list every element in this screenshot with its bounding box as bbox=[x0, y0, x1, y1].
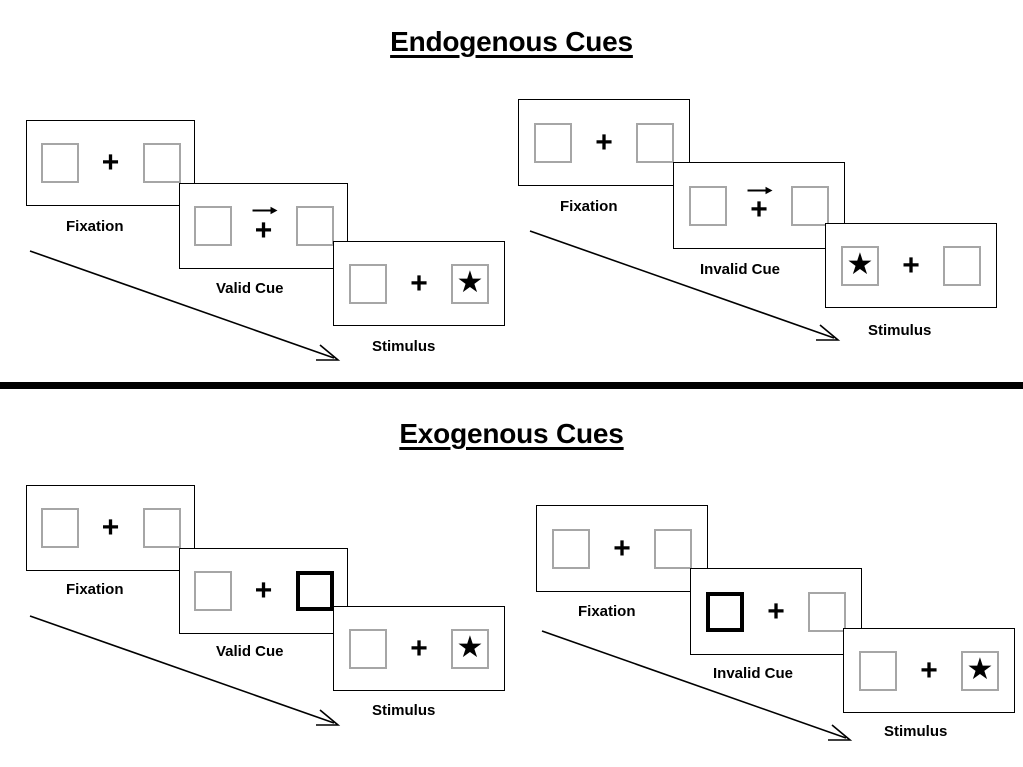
fixation-center: + bbox=[404, 627, 434, 671]
panel-exogenous-valid-stimulus: + ★ bbox=[333, 606, 505, 691]
fixation-cross-icon: + bbox=[410, 631, 428, 665]
panel-label-fixation: Fixation bbox=[578, 603, 636, 620]
right-box bbox=[636, 122, 674, 163]
fixation-cross-icon: + bbox=[613, 531, 631, 565]
panel-label-valid-cue: Valid Cue bbox=[216, 280, 284, 297]
left-box bbox=[193, 206, 232, 246]
right-box bbox=[295, 206, 334, 246]
right-box: ★ bbox=[451, 263, 489, 304]
fixation-cross-icon: + bbox=[595, 125, 613, 159]
fixation-cross-icon: + bbox=[902, 248, 920, 282]
panel-content: + bbox=[689, 184, 829, 228]
star-icon: ★ bbox=[456, 265, 484, 299]
panel-content: + bbox=[193, 569, 334, 613]
panel-content: + ★ bbox=[349, 262, 489, 306]
panel-exogenous-invalid-stimulus: + ★ bbox=[843, 628, 1015, 713]
left-box bbox=[349, 263, 387, 304]
panel-endogenous-valid-cue: + bbox=[179, 183, 348, 269]
panel-content: + bbox=[552, 527, 692, 571]
panel-endogenous-invalid-cue: + bbox=[673, 162, 845, 249]
panel-label-fixation: Fixation bbox=[66, 581, 124, 598]
fixation-cross-icon: + bbox=[750, 193, 768, 226]
fixation-center: + bbox=[404, 262, 434, 306]
panel-content: + ★ bbox=[859, 649, 999, 693]
panel-content: ★ + bbox=[841, 244, 981, 288]
right-box bbox=[791, 185, 829, 226]
panel-label-fixation: Fixation bbox=[560, 198, 618, 215]
fixation-cross-icon: + bbox=[101, 511, 120, 544]
fixation-center: + bbox=[96, 506, 126, 550]
panel-label-valid-cue: Valid Cue bbox=[216, 643, 284, 660]
fixation-cross-icon: + bbox=[254, 574, 273, 607]
left-box bbox=[689, 185, 727, 226]
fixation-center: + bbox=[607, 527, 637, 571]
panel-content: + bbox=[706, 590, 846, 634]
left-box bbox=[40, 508, 79, 548]
panel-exogenous-valid-fixation: + bbox=[26, 485, 195, 571]
fixation-center: + bbox=[96, 141, 126, 185]
left-box: ★ bbox=[841, 245, 879, 286]
panel-content: + ★ bbox=[349, 627, 489, 671]
star-icon: ★ bbox=[456, 630, 484, 664]
right-box-cued bbox=[295, 571, 334, 611]
left-box bbox=[349, 628, 387, 669]
panel-label-fixation: Fixation bbox=[66, 218, 124, 235]
star-icon: ★ bbox=[846, 247, 874, 281]
panel-content: + bbox=[534, 121, 674, 165]
fixation-center: + bbox=[744, 184, 774, 228]
panel-exogenous-invalid-cue: + bbox=[690, 568, 862, 655]
panel-content: + bbox=[193, 204, 334, 248]
arrow-right-cue-icon bbox=[252, 206, 278, 215]
panel-label-invalid-cue: Invalid Cue bbox=[700, 261, 781, 278]
left-box bbox=[193, 571, 232, 611]
fixation-cross-icon: + bbox=[920, 653, 938, 687]
fixation-cross-icon: + bbox=[254, 213, 273, 247]
right-box: ★ bbox=[961, 650, 999, 691]
right-box: ★ bbox=[451, 628, 489, 669]
section-endogenous-cues: Endogenous Cues + Fixation + Valid Cue bbox=[26, 26, 997, 361]
fixation-center: + bbox=[896, 244, 926, 288]
left-box bbox=[552, 528, 590, 569]
right-box bbox=[142, 143, 181, 183]
left-box bbox=[40, 143, 79, 183]
panel-content: + bbox=[40, 141, 181, 185]
right-box bbox=[808, 591, 846, 632]
panel-endogenous-valid-stimulus: + ★ bbox=[333, 241, 505, 326]
panel-label-stimulus: Stimulus bbox=[372, 702, 436, 719]
arrow-right-cue-icon bbox=[747, 186, 773, 194]
panel-endogenous-invalid-stimulus: ★ + bbox=[825, 223, 997, 308]
fixation-center: + bbox=[589, 121, 619, 165]
right-box bbox=[943, 245, 981, 286]
panel-label-stimulus: Stimulus bbox=[868, 322, 932, 339]
left-box-cued bbox=[706, 591, 744, 632]
fixation-center: + bbox=[761, 590, 791, 634]
fixation-center: + bbox=[249, 569, 279, 613]
fixation-cross-icon: + bbox=[767, 594, 785, 628]
fixation-cross-icon: + bbox=[410, 266, 428, 300]
panel-exogenous-invalid-fixation: + bbox=[536, 505, 708, 592]
panel-label-stimulus: Stimulus bbox=[372, 338, 436, 355]
panel-label-invalid-cue: Invalid Cue bbox=[713, 665, 794, 682]
panel-exogenous-valid-cue: + bbox=[179, 548, 348, 634]
panel-content: + bbox=[40, 506, 181, 550]
left-box bbox=[859, 650, 897, 691]
fixation-center: + bbox=[914, 649, 944, 693]
panel-endogenous-invalid-fixation: + bbox=[518, 99, 690, 186]
fixation-cross-icon: + bbox=[101, 146, 120, 179]
star-icon: ★ bbox=[966, 652, 994, 686]
left-box bbox=[534, 122, 572, 163]
section-divider bbox=[0, 382, 1023, 389]
panel-label-stimulus: Stimulus bbox=[884, 723, 948, 740]
panel-endogenous-valid-fixation: + bbox=[26, 120, 195, 206]
right-box bbox=[142, 508, 181, 548]
right-box bbox=[654, 528, 692, 569]
fixation-center: + bbox=[249, 204, 279, 248]
section-title-endogenous: Endogenous Cues bbox=[390, 26, 633, 57]
section-title-exogenous: Exogenous Cues bbox=[399, 418, 624, 449]
